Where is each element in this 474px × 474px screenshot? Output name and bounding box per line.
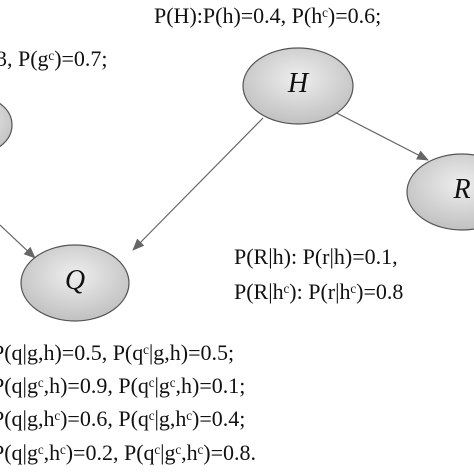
edge-h-to-r (322, 105, 429, 161)
edge-g-to-q (0, 224, 36, 259)
q-cpt-row-3: P(q|g,hᶜ)=0.6, P(qᶜ|g,hᶜ)=0.4; (0, 406, 246, 431)
g-prior-formula: 3, P(gᶜ)=0.7; (0, 46, 108, 71)
node-r-label: R (453, 174, 471, 205)
r-given-hc-formula: P(R|hᶜ): P(r|hᶜ)=0.8 (234, 279, 404, 304)
h-prior-formula: P(H):P(h)=0.4, P(hᶜ)=0.6; (154, 3, 382, 28)
node-h-ellipse (242, 47, 354, 125)
q-cpt-row-2: P(q|gᶜ,h)=0.9, P(qᶜ|gᶜ,h)=0.1; (0, 373, 246, 398)
node-q-ellipse (20, 244, 130, 322)
node-g-ellipse (0, 102, 13, 148)
node-q-label: Q (64, 265, 86, 296)
node-h-label: H (287, 68, 309, 99)
q-cpt-row-1: P(q|g,h)=0.5, P(qᶜ|g,h)=0.5; (0, 340, 235, 365)
edge-h-to-q (132, 117, 264, 251)
q-cpt-row-4: P(q|gᶜ,hᶜ)=0.2, P(qᶜ|gᶜ,hᶜ)=0.8. (0, 440, 257, 465)
r-given-h-formula: P(R|h): P(r|h)=0.1, (234, 244, 398, 269)
node-r-ellipse (406, 153, 474, 231)
